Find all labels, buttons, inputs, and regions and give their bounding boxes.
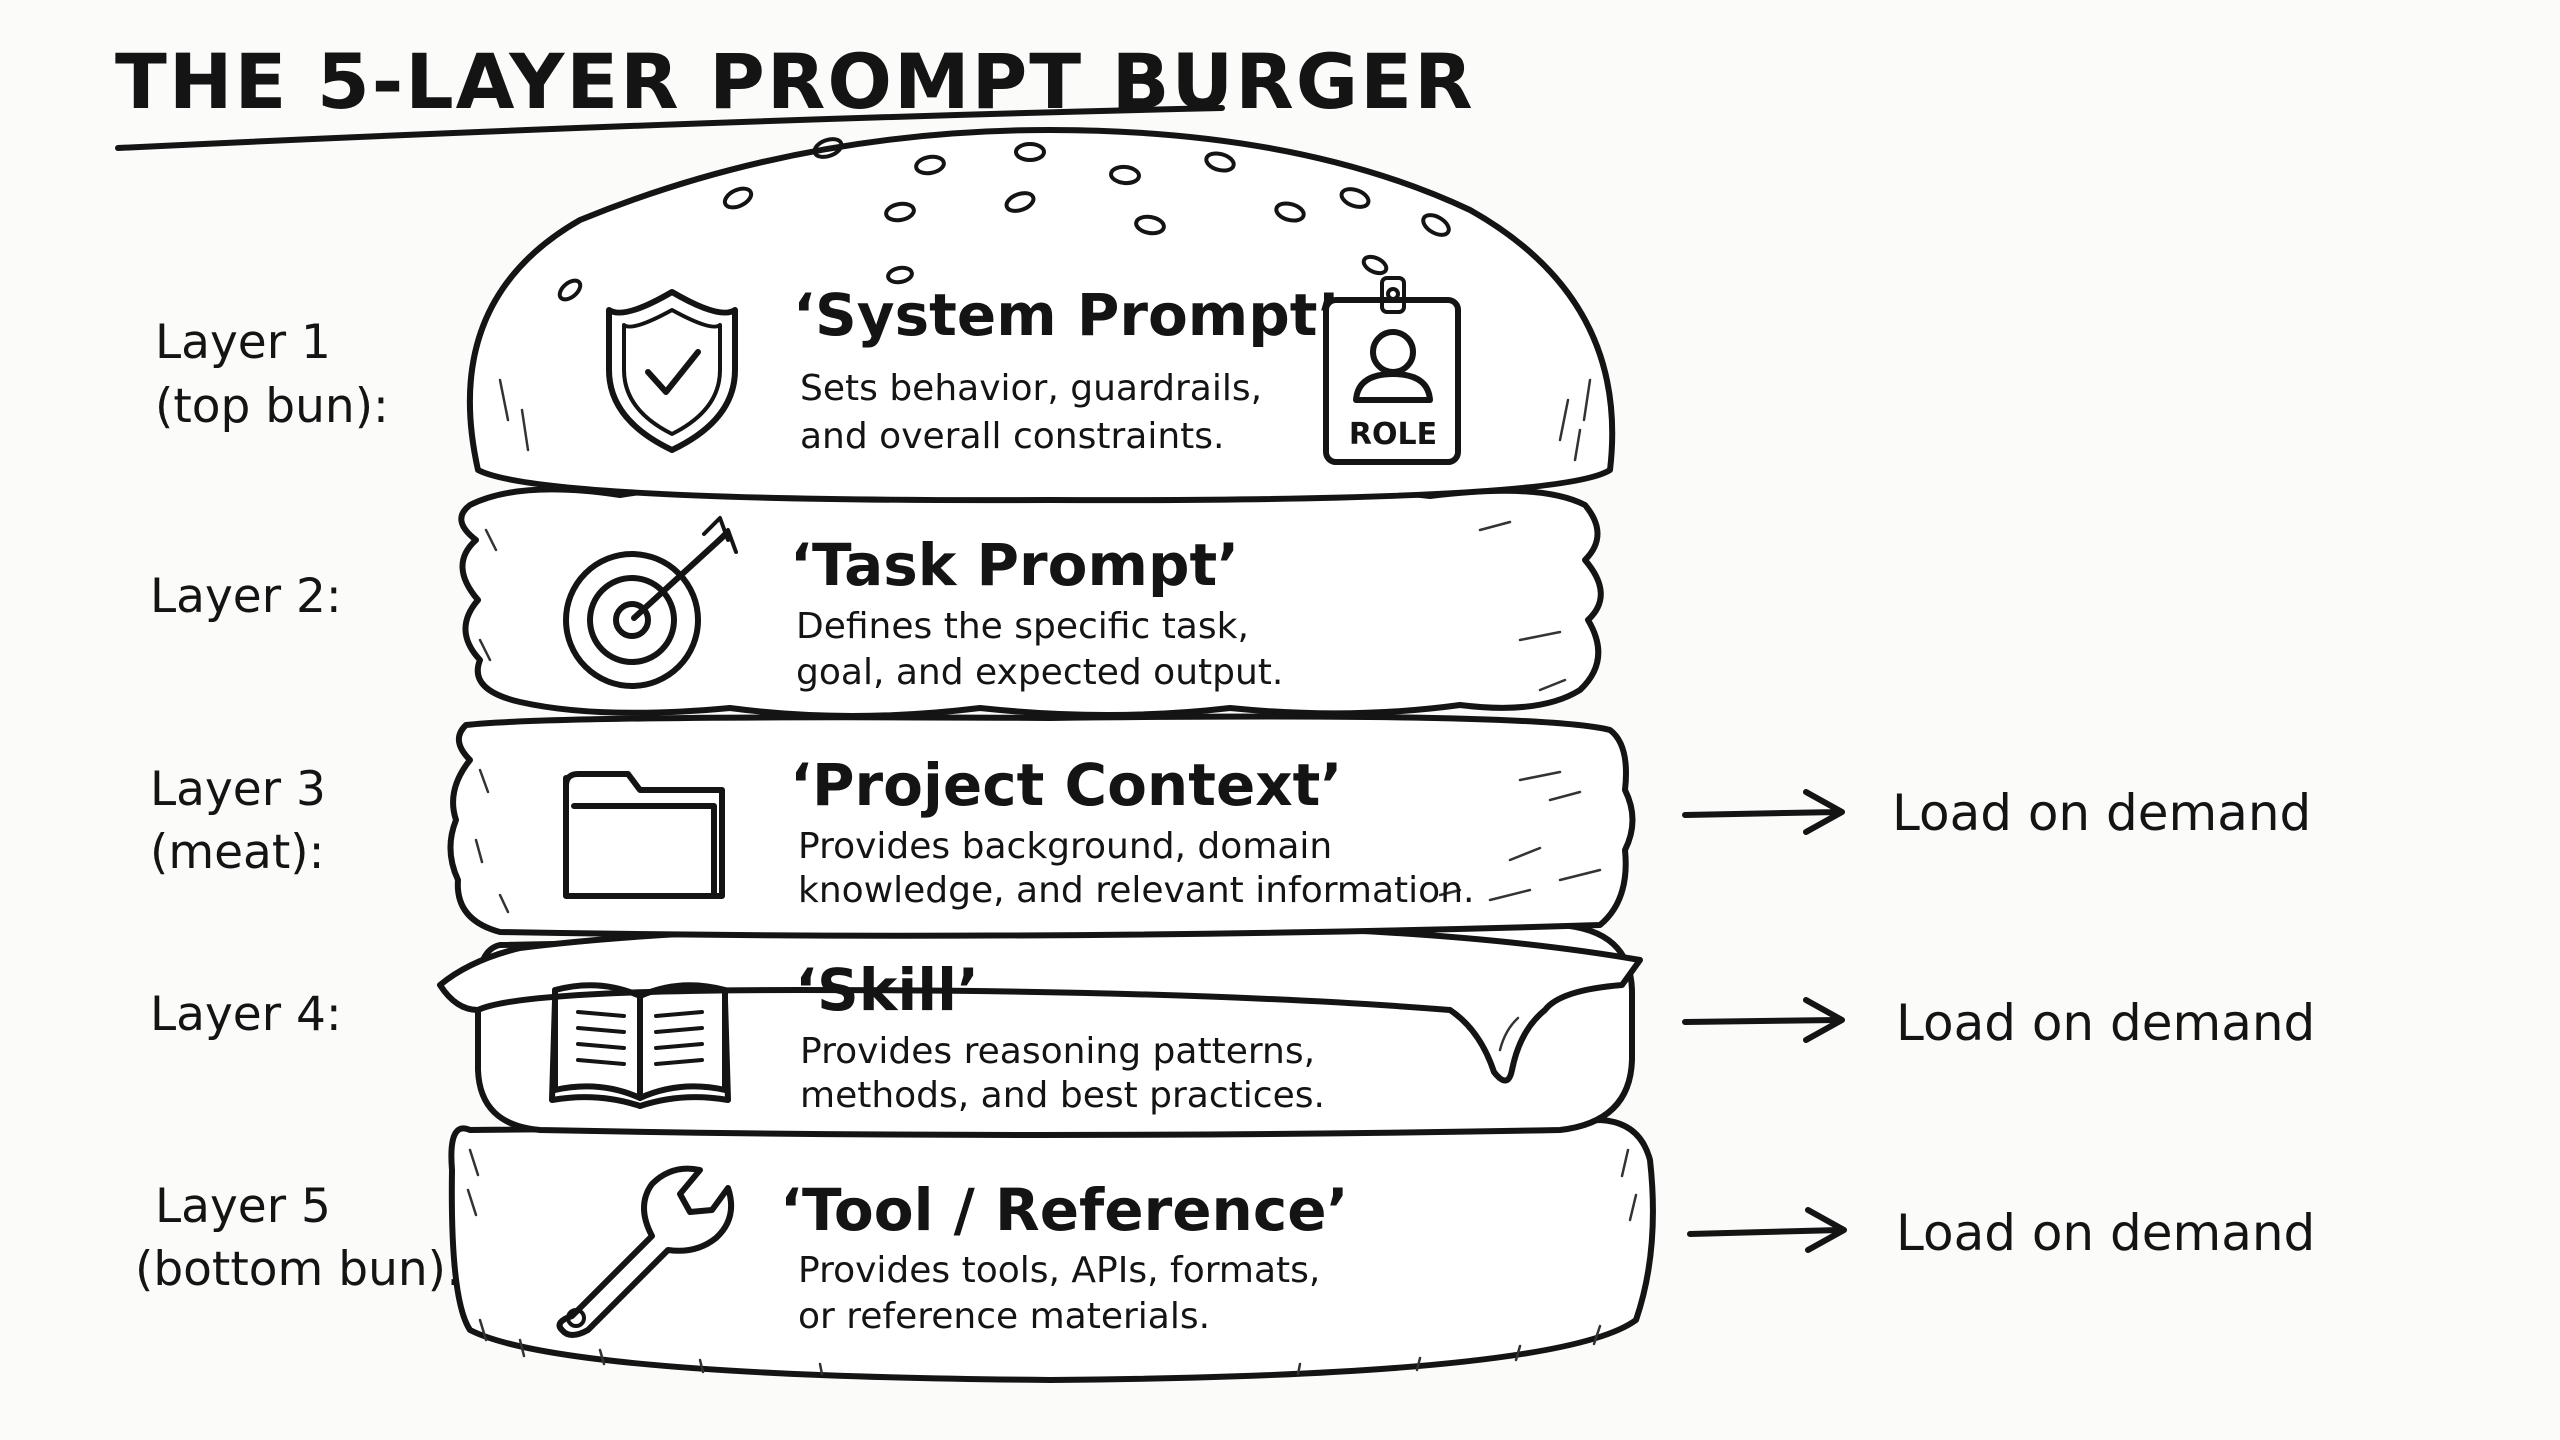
layer-1-label: Layer 1 bbox=[155, 315, 331, 370]
arrow-right-icon bbox=[1687, 1207, 1847, 1253]
layer-1-title: ‘System Prompt’ bbox=[793, 281, 1340, 349]
layer-5-sublabel: (bottom bun): bbox=[135, 1242, 462, 1297]
layer-4-title: ‘Skill’ bbox=[795, 956, 979, 1024]
role-badge-label: ROLE bbox=[1349, 417, 1437, 452]
layer-4-label: Layer 4: bbox=[150, 987, 342, 1042]
diagram-title: THE 5-LAYER PROMPT BURGER bbox=[115, 37, 1475, 126]
layer-5-annotation: Load on demand bbox=[1687, 1204, 2315, 1262]
layer-5-desc-line1: Provides tools, APIs, formats, bbox=[798, 1250, 1320, 1291]
layer-4-text: ‘Skill’ Provides reasoning patterns, met… bbox=[795, 956, 1325, 1116]
layer-4-annotation: Load on demand bbox=[1682, 994, 2315, 1052]
layer-3-desc-line1: Provides background, domain bbox=[798, 826, 1332, 867]
layer-5-label: Layer 5 bbox=[155, 1179, 331, 1234]
open-book-icon bbox=[549, 982, 731, 1109]
folder-icon bbox=[563, 771, 725, 899]
layer-5-text: ‘Tool / Reference’ Provides tools, APIs,… bbox=[780, 1176, 1349, 1337]
layer-3-annotation: Load on demand bbox=[1682, 784, 2311, 842]
layer-4-desc-line2: methods, and best practices. bbox=[800, 1075, 1325, 1116]
layer-3-annotation-text: Load on demand bbox=[1892, 784, 2311, 842]
wrench-icon bbox=[556, 1165, 734, 1338]
layer-2-title: ‘Task Prompt’ bbox=[790, 531, 1239, 599]
layer-5-annotation-text: Load on demand bbox=[1896, 1204, 2315, 1262]
layer-1-desc-line1: Sets behavior, guardrails, bbox=[800, 368, 1262, 409]
layer-1-desc-line2: and overall constraints. bbox=[800, 416, 1224, 457]
role-badge-icon: ROLE bbox=[1323, 276, 1461, 465]
arrow-right-icon bbox=[1682, 789, 1845, 835]
layer-2-label: Layer 2: bbox=[150, 569, 342, 624]
layer-2-text: ‘Task Prompt’ Defines the specific task,… bbox=[790, 531, 1283, 693]
layer-1-text: ‘System Prompt’ Sets behavior, guardrail… bbox=[793, 281, 1340, 457]
arrow-right-icon bbox=[1682, 997, 1845, 1043]
layer-1-sublabel: (top bun): bbox=[155, 379, 389, 434]
layer-4-annotation-text: Load on demand bbox=[1896, 994, 2315, 1052]
layer-2-desc-line2: goal, and expected output. bbox=[796, 652, 1283, 693]
sesame-seeds bbox=[557, 137, 1451, 302]
layer-3-title: ‘Project Context’ bbox=[790, 751, 1342, 819]
layer-5-title: ‘Tool / Reference’ bbox=[780, 1176, 1349, 1244]
layer-3-text: ‘Project Context’ Provides background, d… bbox=[790, 751, 1474, 911]
title-underline bbox=[115, 105, 1225, 151]
layer-3-patty bbox=[447, 713, 1636, 939]
layer-3-desc-line2: knowledge, and relevant information. bbox=[798, 870, 1474, 911]
layer-3-sublabel: (meat): bbox=[150, 825, 324, 880]
side-labels: Layer 1 (top bun): Layer 2: Layer 3 (mea… bbox=[135, 315, 462, 1297]
layer-5-bottom-bun bbox=[448, 1117, 1656, 1383]
target-icon bbox=[563, 516, 738, 689]
shield-check-icon bbox=[606, 289, 738, 453]
layer-5-desc-line2: or reference materials. bbox=[798, 1296, 1210, 1337]
layer-2-desc-line1: Defines the specific task, bbox=[796, 606, 1249, 647]
layer-3-label: Layer 3 bbox=[150, 762, 326, 817]
layer-4-desc-line1: Provides reasoning patterns, bbox=[800, 1031, 1315, 1072]
